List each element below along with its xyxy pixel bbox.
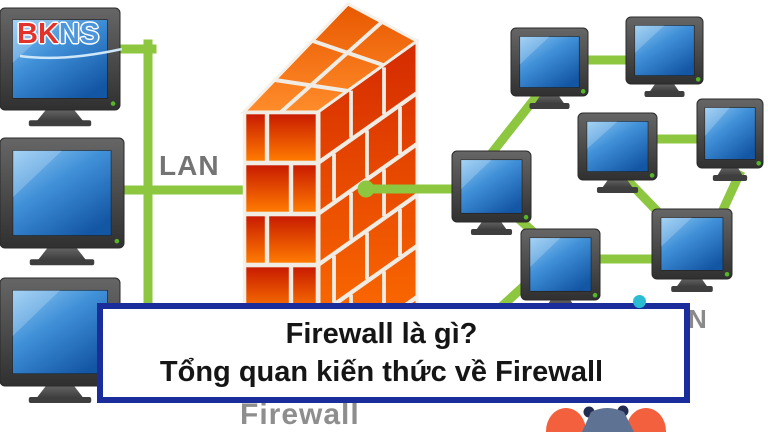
power-led xyxy=(110,101,116,106)
monitor-screen-lan-pc-2 xyxy=(12,150,112,236)
monitor-stand-lan-pc-2 xyxy=(37,246,87,261)
hub-dot xyxy=(357,180,375,198)
firewall-brick xyxy=(246,165,289,212)
monitor-base-wan-pc-7 xyxy=(596,187,639,193)
screen-shine xyxy=(12,290,60,337)
logo-bk: BK xyxy=(17,18,59,50)
wan-cable xyxy=(484,90,543,161)
person-figure xyxy=(546,405,666,432)
wan-label-partial: N xyxy=(688,304,707,334)
firewall-brick xyxy=(293,165,316,212)
monitor-base-wan-pc-4 xyxy=(712,175,748,181)
firewall-brick xyxy=(246,114,265,161)
wan-cable xyxy=(716,169,745,218)
power-led xyxy=(523,214,529,220)
power-led xyxy=(592,292,598,298)
logo-swoosh-icon xyxy=(19,47,123,60)
power-led xyxy=(649,173,655,178)
monitor-screen-wan-pc-2 xyxy=(519,36,580,88)
firewall-brick xyxy=(269,216,316,263)
power-led xyxy=(724,271,730,277)
firewall-caption: Firewall xyxy=(240,398,360,431)
monitor-screen-lan-pc-1 xyxy=(12,19,108,99)
person-right-hand xyxy=(626,408,666,432)
monitor-screen-wan-pc-hub xyxy=(460,159,523,214)
banner-line1: Firewall là gì? xyxy=(285,318,478,350)
power-led xyxy=(695,77,701,82)
screen-shine xyxy=(460,159,492,190)
cyan-dot xyxy=(633,295,646,308)
firewall-brick xyxy=(293,267,316,314)
monitor-base-lan-pc-1 xyxy=(28,120,92,127)
firewall-brick xyxy=(269,114,316,161)
screen-shine xyxy=(529,237,561,268)
screen-shine xyxy=(12,19,60,63)
monitor-base-lan-pc-2 xyxy=(29,259,95,266)
monitor-stand-lan-pc-3 xyxy=(36,384,84,399)
screen-shine xyxy=(661,217,692,247)
monitor-base-lan-pc-3 xyxy=(28,397,92,404)
monitor-screen-wan-pc-4 xyxy=(704,107,756,160)
monitor-base-wan-pc-2 xyxy=(529,103,570,109)
firewall-top-bricks xyxy=(274,20,384,112)
firewall-outline xyxy=(242,2,419,350)
monitor-screen-wan-pc-3 xyxy=(634,25,695,76)
firewall-brick xyxy=(246,216,265,263)
monitor-screen-wan-pc-5 xyxy=(660,217,724,271)
monitor-base-wan-pc-3 xyxy=(644,91,685,97)
banner-line2: Tổng quan kiến thức về Firewall xyxy=(159,356,604,388)
screen-shine xyxy=(519,36,550,65)
screen-shine xyxy=(634,25,665,54)
monitor-base-wan-pc-5 xyxy=(671,286,713,292)
monitor-screen-wan-pc-7 xyxy=(586,121,649,172)
person-left-hand xyxy=(546,408,586,432)
bkns-logo: BKNS xyxy=(17,18,123,60)
monitor-base-wan-pc-hub xyxy=(470,229,513,235)
screen-shine xyxy=(12,150,63,198)
screen-shine xyxy=(704,107,730,137)
power-led xyxy=(756,160,762,166)
screen-shine xyxy=(586,121,618,150)
power-led xyxy=(580,89,586,94)
title-banner: Firewall là gì? Tổng quan kiến thức về F… xyxy=(97,303,690,403)
monitor-stand-lan-pc-1 xyxy=(36,108,84,122)
lan-label: LAN xyxy=(159,150,220,181)
power-led xyxy=(114,238,120,244)
logo-ns: NS xyxy=(58,18,100,50)
monitor-screen-wan-pc-6 xyxy=(529,237,592,292)
person-body xyxy=(582,408,634,432)
monitor-screen-lan-pc-3 xyxy=(12,289,108,375)
